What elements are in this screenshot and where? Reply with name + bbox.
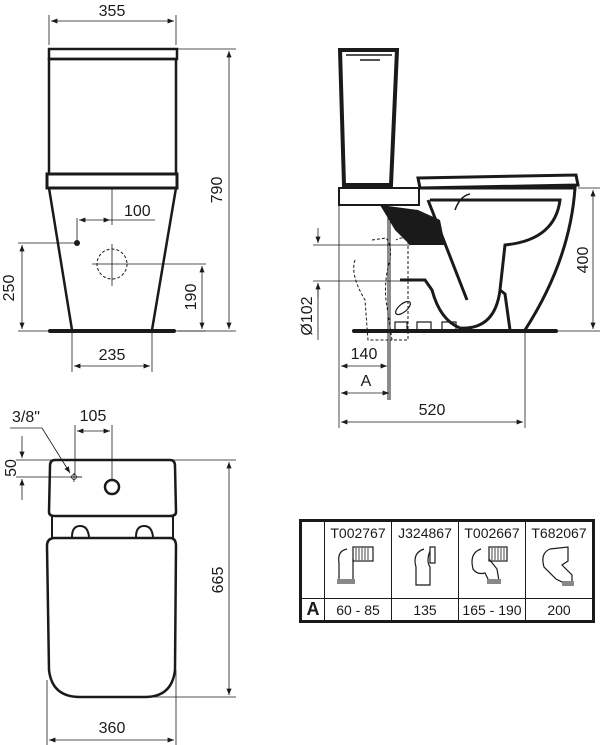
pan-connector-flexible-icon <box>471 546 508 584</box>
table-col-3: T002667 <box>458 522 525 598</box>
dim-total-height: 790 <box>209 177 226 204</box>
dim-outlet-diameter: Ø102 <box>299 296 316 335</box>
dim-seat-height: 400 <box>575 247 592 274</box>
table-value: 200 <box>525 598 592 620</box>
dim-total-length: 665 <box>210 567 227 594</box>
connector-code: T002667 <box>464 525 520 541</box>
pan-connector-90-icon <box>337 546 374 584</box>
table-value: 60 - 85 <box>324 598 391 620</box>
dim-inlet-from-wall: 50 <box>3 459 20 477</box>
dim-outlet-height: 190 <box>183 284 200 311</box>
connector-code: T002767 <box>330 525 386 541</box>
dim-inlet-size: 3/8" <box>12 409 40 426</box>
dim-outlet-from-wall: 140 <box>351 346 378 363</box>
dim-inlet-offset: 100 <box>124 203 151 220</box>
side-view <box>313 48 600 428</box>
front-view <box>18 15 236 372</box>
table-corner <box>302 522 324 598</box>
table-col-2: J324867 <box>391 522 458 598</box>
dim-inlet-height: 250 <box>1 275 18 302</box>
pan-connector-angled-icon <box>542 546 574 586</box>
connector-table: T002767 J324867 T002667 T682067 A 60 - <box>299 519 595 623</box>
top-view <box>10 425 236 745</box>
dim-total-depth: 520 <box>419 402 446 419</box>
dim-inlet-spacing: 105 <box>80 408 107 425</box>
table-value: 165 - 190 <box>458 598 525 620</box>
dim-variable-a: A <box>361 373 372 390</box>
dim-width-top: 355 <box>99 3 126 20</box>
dim-total-width: 360 <box>99 720 126 737</box>
table-value: 135 <box>391 598 458 620</box>
dim-base-width: 235 <box>99 347 126 364</box>
connector-code: J324867 <box>398 525 452 541</box>
connector-code: T682067 <box>531 525 587 541</box>
table-col-1: T002767 <box>324 522 391 598</box>
table-row-label: A <box>302 598 324 620</box>
pan-connector-offset-icon <box>414 546 436 586</box>
table-col-4: T682067 <box>525 522 592 598</box>
